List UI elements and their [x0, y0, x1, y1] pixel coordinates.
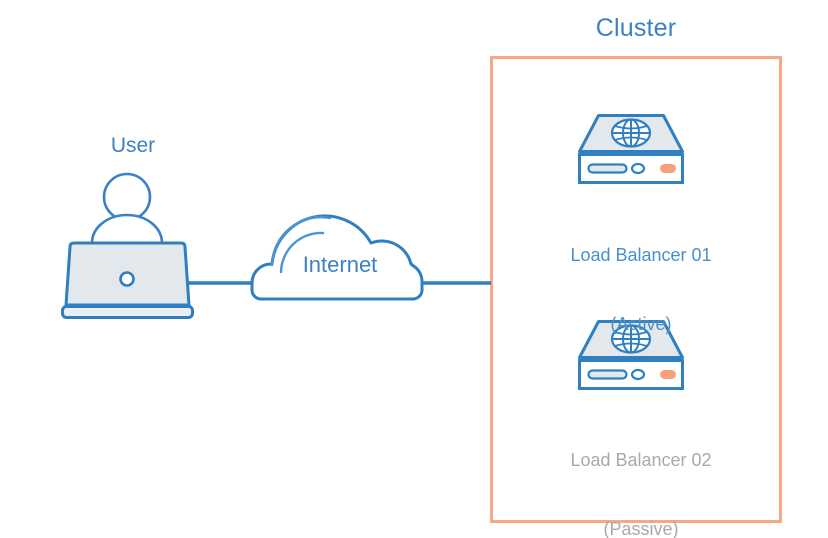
server-led-icon: [660, 164, 676, 173]
server-icon-lb02: [578, 320, 684, 390]
internet-label: Internet: [302, 252, 378, 277]
globe-parallel-bottom-icon: [614, 136, 648, 141]
globe-meridian-curve-icon: [622, 118, 640, 148]
load-balancer-02-name: Load Balancer 02: [570, 450, 712, 471]
cluster-title: Cluster: [595, 14, 677, 42]
load-balancer-02-state: (Passive): [603, 519, 679, 538]
globe-meridian-curve-icon: [622, 324, 640, 354]
server-drive-slot-icon: [587, 163, 628, 174]
laptop-camera-icon: [119, 271, 135, 287]
user-head-icon: [102, 172, 152, 222]
load-balancer-01-name: Load Balancer 01: [570, 245, 712, 266]
globe-icon: [610, 324, 652, 354]
cloud-arc-inner-icon: [279, 231, 325, 274]
server-led-icon: [660, 370, 676, 379]
server-drive-slot-icon: [587, 369, 628, 380]
server-indicator-icon: [630, 368, 646, 381]
cluster-boundary-box: [490, 56, 782, 523]
globe-parallel-top-icon: [614, 125, 648, 130]
laptop-base-icon: [61, 305, 194, 319]
globe-parallel-top-icon: [614, 331, 648, 336]
load-balancer-01-state: (Active): [610, 314, 672, 335]
cloud-arc-outer-icon: [270, 216, 332, 267]
load-balancer-01-label: Load Balancer 01 (Active): [516, 198, 766, 382]
globe-icon: [610, 118, 652, 148]
user-laptop-icon: [61, 172, 194, 319]
load-balancer-02-label: Load Balancer 02 (Passive): [516, 403, 766, 538]
cloud-icon: [250, 214, 424, 301]
globe-parallel-bottom-icon: [614, 342, 648, 347]
server-icon-lb01: [578, 114, 684, 184]
user-label: User: [110, 134, 156, 157]
server-indicator-icon: [630, 162, 646, 175]
